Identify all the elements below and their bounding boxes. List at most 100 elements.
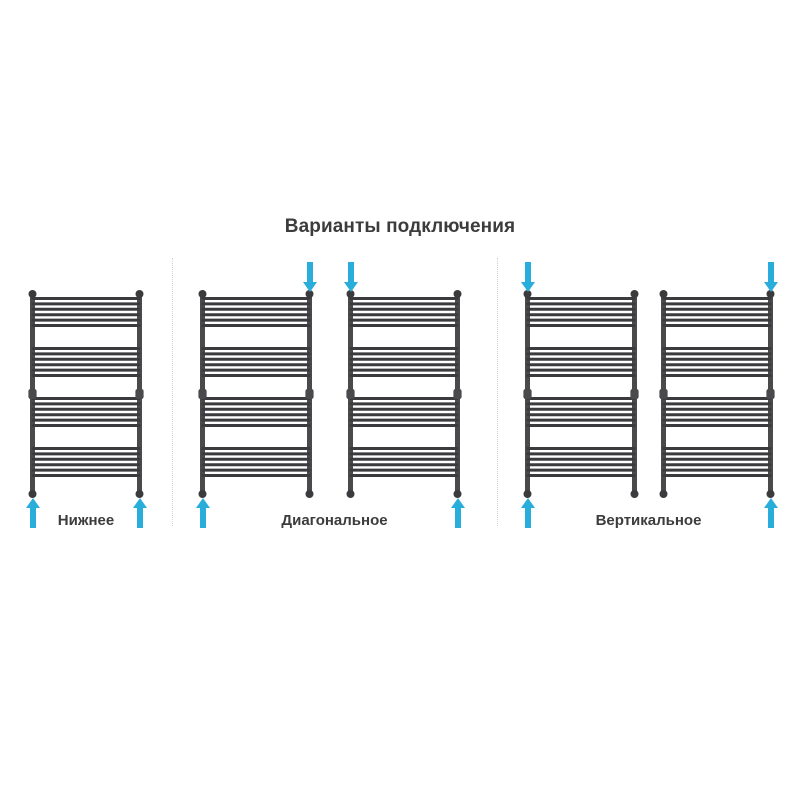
- rail-end-cap-top-right: [305, 290, 314, 298]
- towel-rail: [24, 288, 148, 500]
- page-title: Варианты подключения: [284, 216, 516, 237]
- rail-graphic: [198, 290, 314, 498]
- rail-rung: [349, 368, 459, 372]
- rail-rung: [31, 418, 141, 422]
- rail-rung: [31, 452, 141, 456]
- rail-rung: [201, 447, 311, 450]
- rail-graphic: [346, 290, 462, 498]
- inlet-arrow-bottom-left: [195, 498, 211, 528]
- rail-rung: [201, 463, 311, 467]
- rail-end-cap-bottom-left: [523, 490, 532, 498]
- rail-rung: [201, 363, 311, 367]
- rail-rung: [349, 402, 459, 406]
- rail-rung: [526, 397, 636, 400]
- rail-rung: [662, 407, 772, 411]
- group-divider-1: [172, 258, 173, 526]
- rail-rung: [526, 407, 636, 411]
- towel-rail: [194, 288, 318, 500]
- rail-rung: [526, 374, 636, 377]
- rail-rung: [526, 447, 636, 450]
- inlet-arrow-bottom-left: [520, 498, 536, 528]
- rail-rung: [201, 324, 311, 327]
- rail-rung: [662, 457, 772, 461]
- inlet-arrow-top-right: [302, 262, 318, 292]
- rail-rung: [662, 363, 772, 367]
- rail-rung: [662, 413, 772, 417]
- rail-end-cap-top-left: [659, 290, 668, 298]
- rail-rung: [31, 352, 141, 356]
- rail-end-cap-top-right: [453, 290, 462, 298]
- inlet-arrow-bottom-right: [132, 498, 148, 528]
- rail-mid-nub-left: [659, 389, 668, 399]
- rail-mid-nub-right: [135, 389, 144, 399]
- rail-rung: [201, 424, 311, 427]
- rail-rung: [526, 363, 636, 367]
- rail-rung: [526, 418, 636, 422]
- rail-rung: [201, 374, 311, 377]
- rail-rung: [349, 357, 459, 361]
- rail-rung: [31, 318, 141, 322]
- rail-rung: [201, 357, 311, 361]
- rail-rung: [201, 397, 311, 400]
- rail-rung: [526, 457, 636, 461]
- rail-rung: [31, 324, 141, 327]
- rail-end-cap-bottom-left: [659, 490, 668, 498]
- rail-rung: [201, 307, 311, 311]
- group-label-diagonal: Диагональное: [281, 512, 388, 529]
- rail-rung: [526, 347, 636, 350]
- rail-rung: [526, 463, 636, 467]
- rail-rung: [201, 468, 311, 472]
- rail-rung: [201, 302, 311, 306]
- rail-rung: [349, 307, 459, 311]
- rail-end-cap-top-left: [28, 290, 37, 298]
- rail-rung: [662, 424, 772, 427]
- rail-rung: [526, 318, 636, 322]
- rail-rung: [349, 297, 459, 300]
- rail-rung: [201, 418, 311, 422]
- rail-rung: [662, 307, 772, 311]
- rail-end-cap-bottom-right: [630, 490, 639, 498]
- rail-rung: [201, 347, 311, 350]
- rail-rung: [526, 368, 636, 372]
- rail-rung: [31, 447, 141, 450]
- rail-mid-nub-left: [198, 389, 207, 399]
- rail-mid-nub-left: [28, 389, 37, 399]
- rail-rung: [31, 363, 141, 367]
- rail-mid-nub-right: [305, 389, 314, 399]
- rail-rung: [349, 463, 459, 467]
- rail-rung: [526, 413, 636, 417]
- rail-rung: [526, 468, 636, 472]
- rail-mid-nub-left: [346, 389, 355, 399]
- rail-end-cap-top-left: [523, 290, 532, 298]
- rail-rung: [662, 452, 772, 456]
- rail-end-cap-bottom-right: [453, 490, 462, 498]
- rail-rung: [31, 407, 141, 411]
- rail-mid-nub-left: [523, 389, 532, 399]
- rail-rung: [662, 463, 772, 467]
- rail-rung: [201, 402, 311, 406]
- rail-rung: [349, 302, 459, 306]
- rail-end-cap-bottom-left: [346, 490, 355, 498]
- group-label-vertical: Вертикальное: [595, 512, 702, 529]
- inlet-arrow-bottom-right: [763, 498, 779, 528]
- rail-end-cap-bottom-right: [305, 490, 314, 498]
- rail-rung: [201, 368, 311, 372]
- group-label-bottom: Нижнее: [57, 512, 115, 529]
- rail-rung: [662, 368, 772, 372]
- rail-rung: [201, 318, 311, 322]
- rail-rung: [31, 397, 141, 400]
- rail-rung: [349, 313, 459, 317]
- inlet-arrow-top-left: [343, 262, 359, 292]
- rail-rung: [349, 363, 459, 367]
- inlet-arrow-bottom-right: [450, 498, 466, 528]
- rail-end-cap-bottom-right: [766, 490, 775, 498]
- rail-rung: [31, 463, 141, 467]
- rail-rung: [526, 297, 636, 300]
- rail-rung: [201, 407, 311, 411]
- rail-rung: [31, 357, 141, 361]
- rail-rung: [662, 474, 772, 477]
- rail-rung: [31, 297, 141, 300]
- rail-end-cap-top-left: [346, 290, 355, 298]
- rail-rung: [662, 418, 772, 422]
